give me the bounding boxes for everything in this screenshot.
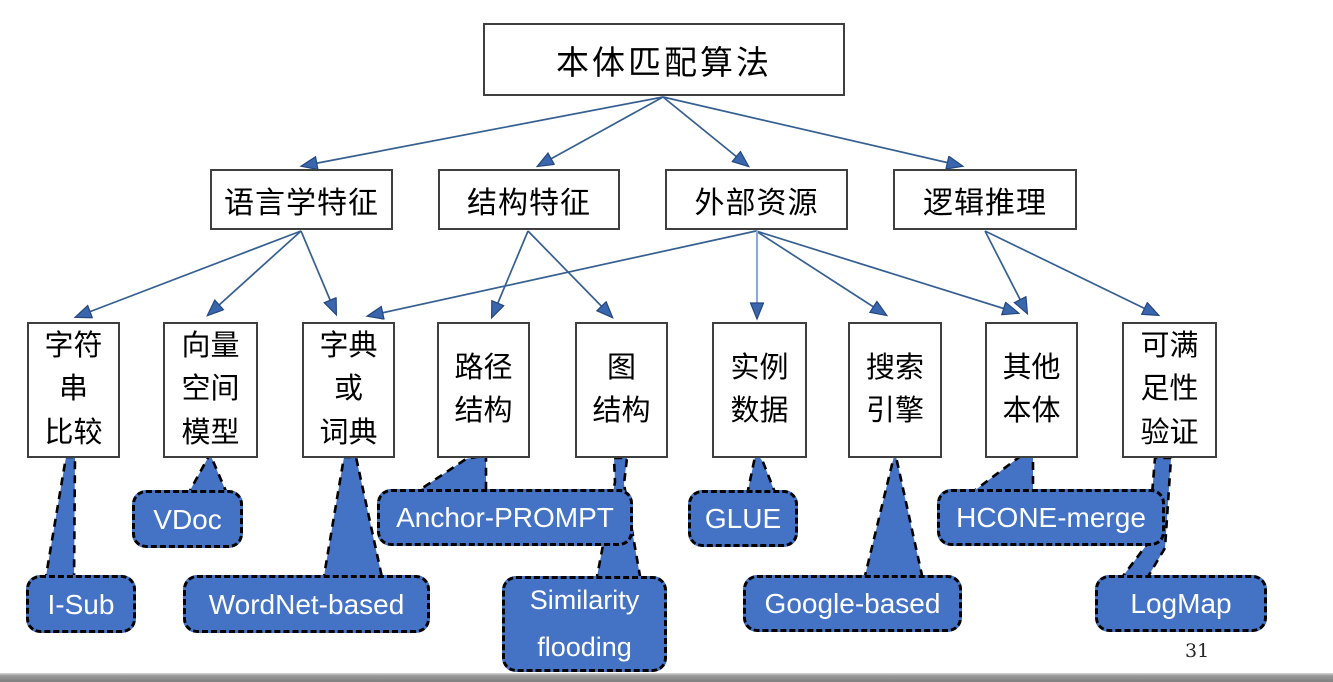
edge-root-external	[662, 96, 748, 166]
edge-linguistic-string	[76, 230, 302, 317]
edge-linguistic-dictionary	[300, 230, 336, 314]
node-dictionary: 字典 或 词典	[302, 322, 395, 458]
edge-logical-other	[984, 230, 1027, 313]
edge-root-structural	[538, 96, 664, 166]
edge-external-search	[755, 230, 886, 315]
tail-glue	[745, 448, 778, 497]
page-number: 31	[1185, 640, 1210, 662]
edge-linguistic-vector	[208, 230, 302, 315]
callout-anchor-prompt: Anchor-PROMPT	[377, 489, 633, 546]
callout-wordnet-based: WordNet-based	[183, 575, 430, 633]
edge-logical-satisfiability	[984, 230, 1158, 315]
node-vector-space-model: 向量 空间 模型	[163, 322, 258, 458]
edge-root-logical	[662, 96, 962, 166]
node-graph-structure: 图 结构	[575, 322, 668, 458]
callout-logmap: LogMap	[1095, 575, 1267, 632]
tail-wordnet	[321, 455, 385, 584]
edge-structural-graph	[527, 230, 612, 317]
node-search-engine: 搜索 引擎	[848, 322, 942, 458]
edge-root-linguistic	[302, 96, 664, 166]
callout-similarity-flooding: Similarity flooding	[502, 576, 667, 672]
edge-external-dictionary	[368, 230, 757, 316]
node-instance-data: 实例 数据	[712, 322, 807, 458]
node-other-ontology: 其他 本体	[985, 322, 1078, 458]
node-structural-features: 结构特征	[438, 169, 620, 230]
callout-vdoc: VDoc	[132, 490, 243, 548]
node-linguistic-features: 语言学特征	[210, 169, 393, 230]
tail-isub	[43, 455, 77, 584]
callout-google-based: Google-based	[743, 575, 962, 632]
edges-level2-to-level3	[76, 230, 1158, 317]
edges-root-to-level2	[302, 96, 962, 166]
callout-glue: GLUE	[688, 490, 798, 547]
node-external-resources: 外部资源	[665, 169, 848, 230]
node-satisfiability-verification: 可满 足性 验证	[1122, 322, 1217, 458]
tail-google	[862, 451, 925, 582]
callout-tails	[43, 448, 1173, 584]
node-root: 本体匹配算法	[483, 23, 845, 96]
tail-hcone	[966, 450, 1035, 496]
edge-external-other	[755, 230, 1018, 313]
edge-structural-path	[492, 230, 529, 317]
node-path-structure: 路径 结构	[437, 322, 530, 458]
callout-isub: I-Sub	[26, 575, 136, 633]
slide-footer-bar	[0, 673, 1333, 682]
node-string-comparison: 字符 串 比较	[27, 322, 120, 458]
callout-hcone-merge: HCONE-merge	[937, 489, 1165, 546]
node-logical-reasoning: 逻辑推理	[893, 169, 1077, 230]
